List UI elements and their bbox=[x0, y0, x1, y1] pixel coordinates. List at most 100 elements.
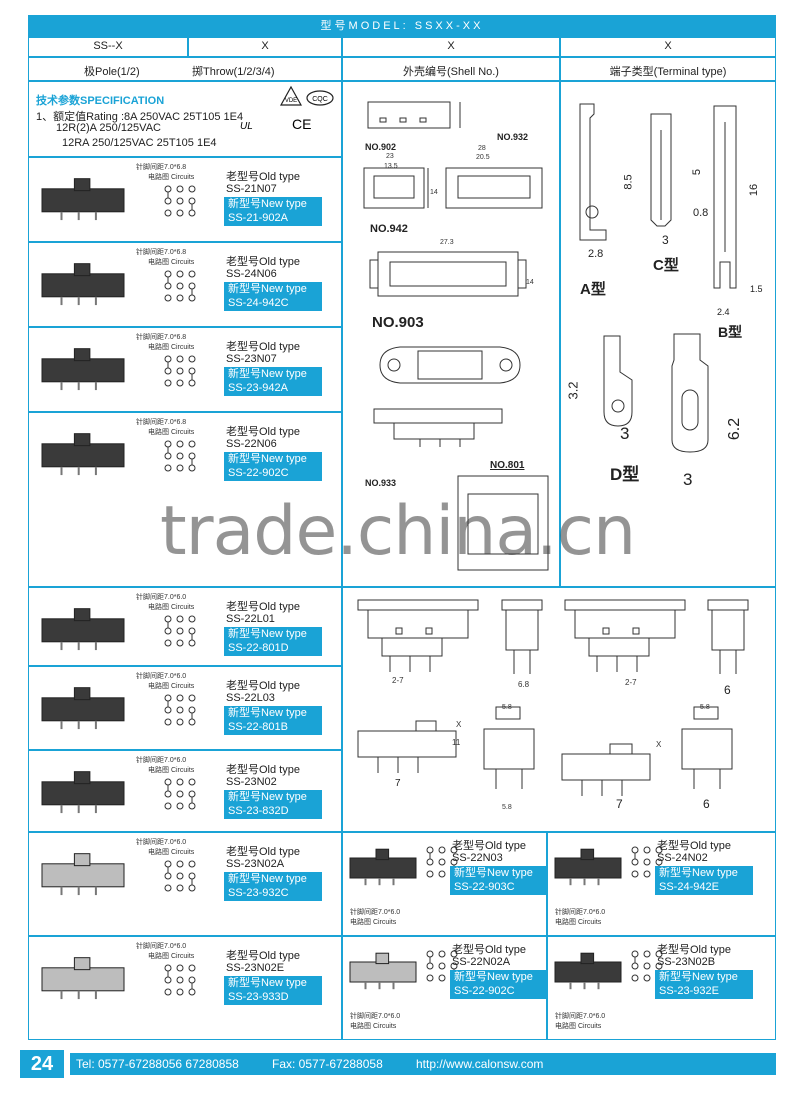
svg-text:CQC: CQC bbox=[312, 96, 328, 103]
new-type-label: 新型号New type bbox=[224, 872, 322, 887]
dim-6b: 6 bbox=[703, 797, 710, 811]
header-cell-x3 bbox=[560, 37, 776, 57]
shell-drawing-903 bbox=[373, 346, 521, 447]
drawing-lower-4 bbox=[707, 599, 749, 674]
footer-web: http://www.calonsw.com bbox=[416, 1057, 544, 1071]
new-model: SS-22-902C bbox=[224, 466, 322, 481]
old-model: SS-21N07 bbox=[226, 183, 277, 195]
old-model: SS-23N02A bbox=[226, 858, 285, 870]
old-model: SS-22L01 bbox=[226, 613, 275, 625]
switch-photo bbox=[41, 771, 125, 814]
dim-58c: 5.8 bbox=[700, 704, 710, 711]
dim-32: 3.2 bbox=[565, 381, 581, 400]
new-type-label: 新型号New type bbox=[655, 866, 753, 881]
dim-16: 16 bbox=[748, 183, 761, 197]
old-type-label: 老型号Old type bbox=[452, 840, 526, 852]
spec-line1: 1、额定值Rating :8A 250VAC 25T105 1E4 bbox=[36, 111, 244, 123]
dim-5: 5 bbox=[691, 168, 704, 176]
x-mark-2: X bbox=[656, 740, 662, 749]
new-type-label: 新型号New type bbox=[224, 790, 322, 805]
dim-85: 8.5 bbox=[622, 174, 635, 190]
circuits-label: 电路图 Circuits bbox=[148, 259, 195, 266]
old-type-label: 老型号Old type bbox=[657, 944, 731, 956]
circuits-label: 电路图 Circuits bbox=[148, 953, 195, 960]
drawing-lower-6 bbox=[483, 706, 535, 789]
page-number: 24 bbox=[20, 1050, 64, 1078]
dim-3: 3 bbox=[662, 233, 669, 247]
header-x1: X bbox=[261, 40, 269, 52]
circuit-diagram bbox=[164, 355, 196, 387]
shell-no801: NO.801 bbox=[490, 460, 525, 471]
new-type-label: 新型号New type bbox=[655, 970, 753, 985]
terminal-panel bbox=[560, 81, 776, 587]
ul-logo-icon: UL bbox=[240, 121, 253, 132]
switch-photo bbox=[41, 433, 125, 476]
old-model: SS-22N06 bbox=[226, 438, 277, 450]
dim-27b: 2-7 bbox=[625, 678, 637, 687]
old-model: SS-23N02B bbox=[657, 956, 716, 968]
drawings-lower-panel bbox=[342, 587, 776, 832]
switch-photo bbox=[554, 848, 622, 886]
drawing-lower-3 bbox=[564, 599, 686, 672]
circuits-label: 电路图 Circuits bbox=[555, 1023, 602, 1030]
vde-logo-icon: VDE bbox=[279, 85, 303, 106]
spec-line2: 12R(2)A 250/125VAC bbox=[56, 122, 161, 134]
circuits-label: 电路图 Circuits bbox=[148, 767, 195, 774]
dim-273: 27.3 bbox=[440, 239, 454, 246]
new-type-label: 新型号New type bbox=[224, 627, 322, 642]
shell-no932: NO.932 bbox=[497, 132, 529, 142]
switch-photo bbox=[349, 952, 417, 990]
header-ssx: SS--X bbox=[93, 40, 123, 52]
new-type-label: 新型号New type bbox=[224, 976, 322, 991]
old-type-label: 老型号Old type bbox=[226, 256, 300, 268]
circuits-label: 电路图 Circuits bbox=[148, 174, 195, 181]
spec-cell bbox=[28, 81, 342, 157]
new-model: SS-22-902C bbox=[450, 984, 548, 999]
new-model: SS-23-932E bbox=[655, 984, 753, 999]
drawing-lower-7 bbox=[561, 743, 651, 796]
pin-pitch-label: 针脚间距7.0*6.0 bbox=[136, 839, 187, 846]
dim-11: 11 bbox=[452, 738, 461, 747]
new-type-label: 新型号New type bbox=[450, 866, 548, 881]
dim-14: 14 bbox=[430, 189, 438, 196]
drawing-lower-5 bbox=[357, 720, 457, 773]
old-type-label: 老型号Old type bbox=[226, 341, 300, 353]
circuit-diagram bbox=[164, 860, 196, 892]
dim-205: 20.5 bbox=[476, 154, 490, 161]
old-model: SS-24N06 bbox=[226, 268, 277, 280]
shell-drawing-942 bbox=[369, 251, 527, 297]
switch-photo bbox=[41, 687, 125, 730]
pin-pitch-label: 针脚间距7.0*6.0 bbox=[136, 757, 187, 764]
shell-drawing-top bbox=[367, 101, 461, 129]
shell-no902: NO.902 bbox=[365, 142, 397, 152]
dim-23: 23 bbox=[386, 153, 394, 160]
dim-14b: 14 bbox=[526, 279, 534, 286]
dim-28: 28 bbox=[478, 145, 486, 152]
old-type-label: 老型号Old type bbox=[226, 426, 300, 438]
circuits-label: 电路图 Circuits bbox=[148, 604, 195, 611]
svg-text:UL: UL bbox=[240, 121, 253, 132]
new-model: SS-22-801B bbox=[224, 720, 322, 735]
circuit-diagram bbox=[164, 694, 196, 726]
old-type-label: 老型号Old type bbox=[226, 601, 300, 613]
terminal-a-label: A型 bbox=[580, 281, 606, 298]
new-type-label: 新型号New type bbox=[450, 970, 548, 985]
circuits-label: 电路图 Circuits bbox=[350, 919, 397, 926]
new-model: SS-23-942A bbox=[224, 381, 322, 396]
pin-pitch-label: 针脚间距7.0*6.0 bbox=[555, 909, 606, 916]
header-cell-shell bbox=[342, 57, 560, 81]
old-model: SS-22L03 bbox=[226, 692, 275, 704]
new-model: SS-22-903C bbox=[450, 880, 548, 895]
new-model: SS-23-832D bbox=[224, 804, 322, 819]
shell-no903: NO.903 bbox=[372, 314, 424, 331]
circuit-diagram bbox=[164, 778, 196, 810]
x-mark-1: X bbox=[456, 720, 462, 729]
old-model: SS-23N02 bbox=[226, 776, 277, 788]
pin-pitch-label: 针脚间距7.0*6.0 bbox=[350, 1013, 401, 1020]
old-type-label: 老型号Old type bbox=[226, 680, 300, 692]
new-type-label: 新型号New type bbox=[224, 197, 322, 212]
circuit-diagram bbox=[164, 615, 196, 647]
switch-photo bbox=[41, 608, 125, 651]
header-cell-ssx bbox=[28, 37, 188, 57]
dim-62: 6.2 bbox=[726, 417, 744, 441]
